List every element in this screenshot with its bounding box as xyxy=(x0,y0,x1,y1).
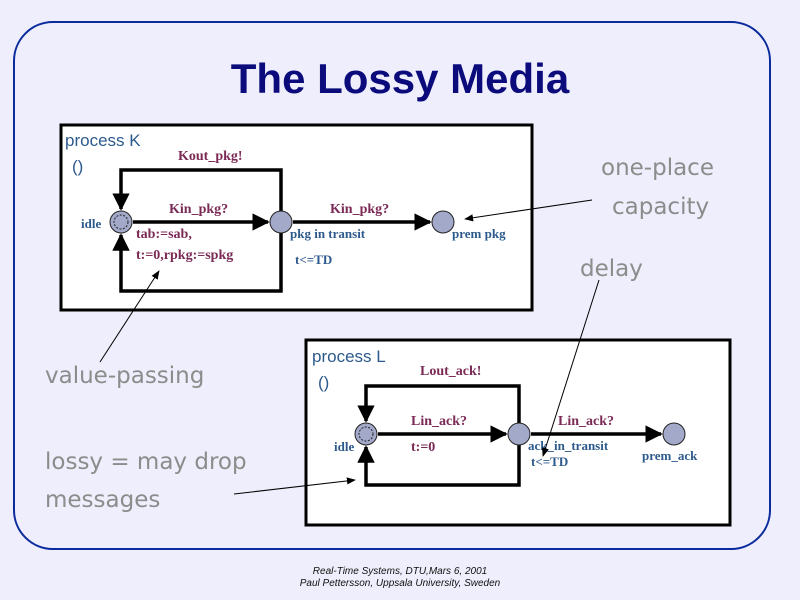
location-l-prem xyxy=(662,422,686,446)
annotation-capacity: capacity xyxy=(612,194,710,220)
label-k-prem: prem pkg xyxy=(452,226,506,241)
footer-author: Paul Pettersson, Uppsala University, Swe… xyxy=(299,578,501,589)
edge-kout-pkg xyxy=(112,168,283,212)
label-kout-pkg: Kout_pkg! xyxy=(178,149,243,164)
slide-footer: Real-Time Systems, DTU,Mars 6, 2001 Paul… xyxy=(0,566,800,590)
label-lin-ack-1: Lin_ack? xyxy=(411,414,467,429)
annotation-messages: messages xyxy=(45,487,161,513)
location-k-transit xyxy=(269,210,293,234)
location-l-transit xyxy=(507,422,531,446)
footer-course: Real-Time Systems, DTU,Mars 6, 2001 xyxy=(312,566,488,577)
process-k-panel: process K () Kout_pkg! Kin_pkg? tab:=sab… xyxy=(59,123,534,312)
label-lout-ack: Lout_ack! xyxy=(420,364,481,379)
annotation-one-place: one-place xyxy=(601,155,714,181)
process-k-name: process K xyxy=(65,131,141,150)
label-l-invariant: t<=TD xyxy=(531,454,568,469)
label-kin-pkg-2: Kin_pkg? xyxy=(330,202,389,217)
label-l-idle: idle xyxy=(334,439,354,454)
pointer-lossy xyxy=(233,477,356,495)
location-k-idle xyxy=(109,210,133,234)
process-l-name: process L xyxy=(312,347,386,366)
process-k-box xyxy=(59,123,534,312)
slide-title: The Lossy Media xyxy=(230,55,570,102)
location-l-idle xyxy=(354,422,378,446)
label-k-update-1: tab:=sab, xyxy=(136,227,192,242)
process-k-params: () xyxy=(72,157,83,176)
label-kin-pkg-1: Kin_pkg? xyxy=(169,202,228,217)
edge-kout-pkg-lower xyxy=(112,232,283,293)
initial-marker-icon xyxy=(113,214,129,230)
pointer-delay xyxy=(542,279,600,457)
edge-lout-ack xyxy=(357,384,521,424)
annotation-value-passing: value-passing xyxy=(45,363,205,389)
pointer-one-place xyxy=(464,199,593,222)
annotation-delay: delay xyxy=(580,256,643,282)
annotation-lossy: lossy = may drop xyxy=(45,449,247,475)
label-lin-ack-2: Lin_ack? xyxy=(558,414,614,429)
initial-marker-icon xyxy=(358,426,374,442)
process-l-params: () xyxy=(318,373,329,392)
label-k-invariant: t<=TD xyxy=(295,252,332,267)
label-k-update-2: t:=0,rpkg:=spkg xyxy=(136,248,233,263)
edge-lout-ack-lower xyxy=(357,444,521,487)
location-k-prem xyxy=(431,210,455,234)
slide-frame xyxy=(13,21,771,550)
label-l-update-1: t:=0 xyxy=(411,440,435,455)
label-k-idle: idle xyxy=(81,216,101,231)
pointer-value-passing xyxy=(99,270,160,363)
label-l-transit: ack_in_transit xyxy=(528,438,609,453)
process-l-panel: process L () Lout_ack! Lin_ack? t:=0 Lin… xyxy=(304,338,732,527)
label-l-prem: prem_ack xyxy=(642,448,698,463)
label-k-transit: pkg in transit xyxy=(290,226,366,241)
